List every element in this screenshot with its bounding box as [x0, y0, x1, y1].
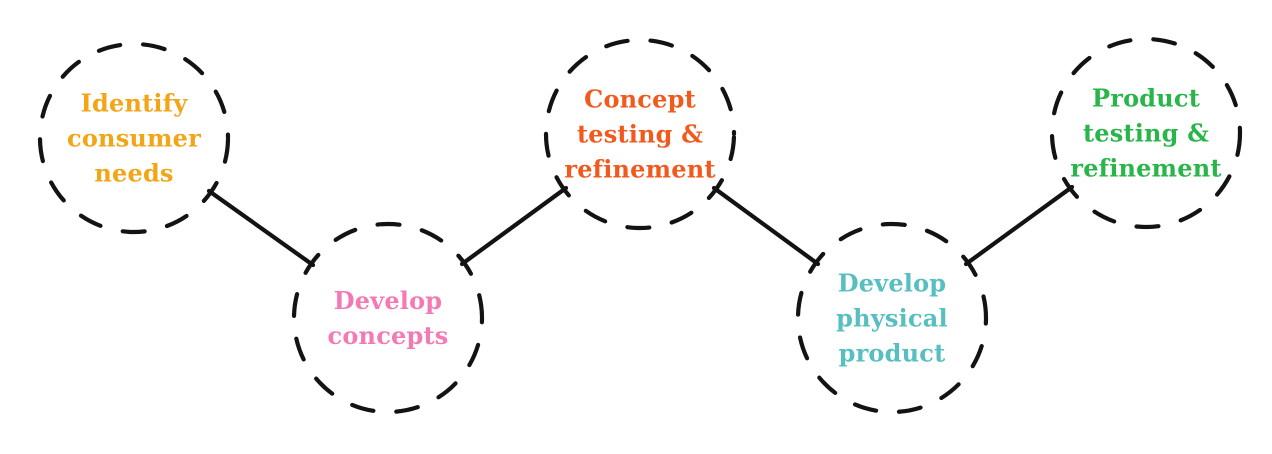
label-line: Concept [584, 84, 696, 114]
label-line: testing & [1082, 118, 1210, 148]
node-ring-concept-testing-refinement [543, 37, 737, 231]
node-ring-develop-physical-product [795, 221, 989, 415]
node-ring-develop-concepts [291, 221, 485, 415]
label-line: Identify [80, 88, 188, 118]
label-line: consumer [67, 123, 201, 153]
label-line: Develop [837, 268, 947, 298]
label-line: refinement [1070, 153, 1222, 183]
label-line: Develop [333, 286, 443, 315]
label-line: testing & [576, 119, 704, 149]
label-line: product [838, 338, 946, 368]
node-ring-product-testing-refinement [1049, 36, 1243, 230]
connector-physical-to-product-testing [963, 184, 1075, 267]
node-label-develop-physical-product: Develop physical product [836, 266, 948, 371]
node-label-identify-consumer-needs: Identify consumer needs [67, 86, 201, 191]
label-line: Product [1091, 83, 1201, 113]
label-line: physical [836, 303, 948, 333]
label-line: needs [94, 158, 174, 188]
node-label-concept-testing-refinement: Concept testing & refinement [564, 82, 715, 187]
label-line: concepts [327, 321, 449, 350]
label-line: refinement [564, 154, 716, 184]
node-ring-identify-consumer-needs [37, 41, 231, 235]
node-label-develop-concepts: Develop concepts [328, 283, 449, 353]
node-label-product-testing-refinement: Product testing & refinement [1070, 81, 1221, 186]
connector-concepts-to-testing [459, 185, 569, 267]
connector-testing-to-physical [711, 185, 821, 267]
connector-needs-to-concepts [206, 188, 316, 268]
